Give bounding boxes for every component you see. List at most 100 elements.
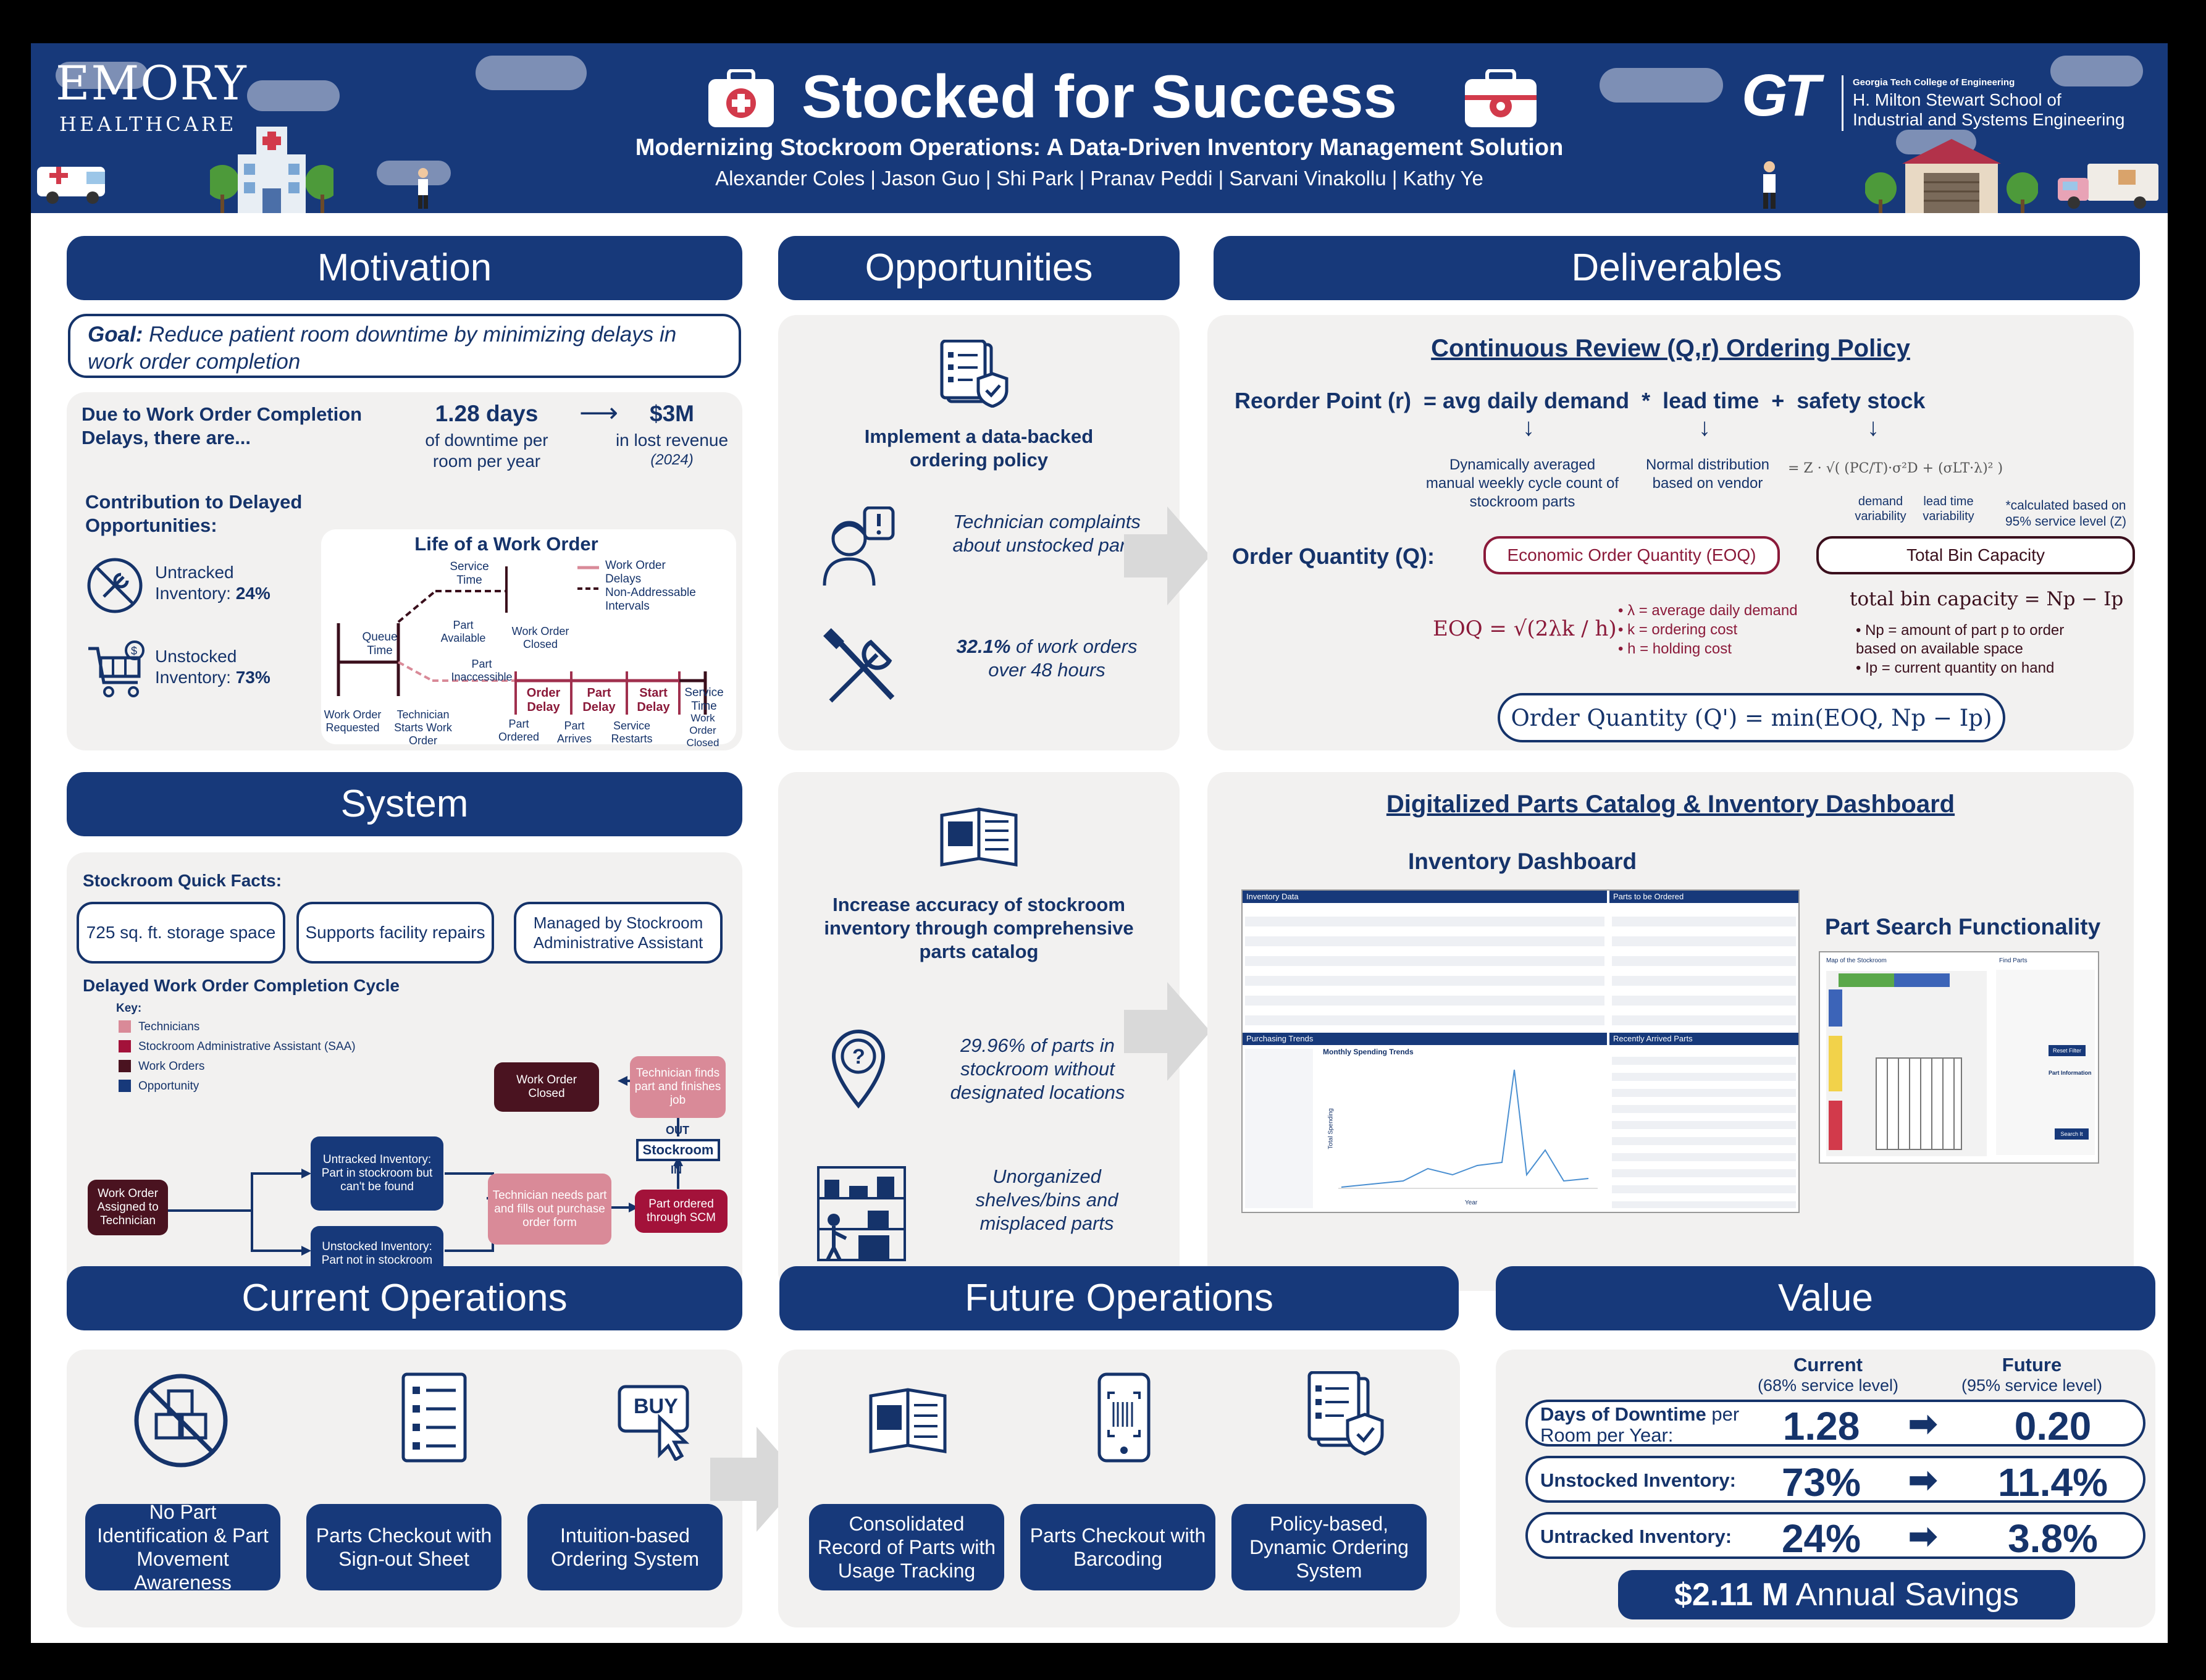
value-row-downtime: Days of Downtime per Room per Year: 1.28… [1525, 1400, 2145, 1448]
policy-text: Implement a data-backed ordering policy [864, 426, 1094, 471]
unstocked-inventory-text: Inventory: [155, 668, 236, 687]
z-formula: = Z · √( (PC/T)·σ²D + (σLT·λ)² ) [1788, 461, 2003, 476]
delivery-truck-icon [2057, 161, 2162, 210]
search-find-label: Find Parts [1999, 957, 2028, 964]
eoq-bullet-3: • h = holding cost [1618, 640, 1732, 657]
hospital-icon [205, 120, 340, 213]
gt-logo-small-text: Georgia Tech College of Engineering [1853, 77, 2015, 88]
value-future-label: Future [2002, 1354, 2062, 1376]
no-boxes-icon [132, 1371, 230, 1470]
map-blue-shelf-left [1829, 989, 1842, 1027]
delays-line1: Due to Work Order Completion [82, 403, 363, 425]
savings-amount: $2.11 M [1674, 1577, 1789, 1613]
stat1-desc: of work orders over 48 hours [988, 636, 1138, 681]
start-delay-label: Start Delay [637, 686, 670, 714]
revenue-desc: in lost revenue [615, 430, 729, 450]
in-label: IN [671, 1164, 682, 1176]
buy-label: BUY [634, 1395, 678, 1418]
system-panel: Stockroom Quick Facts: 725 sq. ft. stora… [67, 852, 742, 1291]
checklist-shield-icon [936, 339, 1016, 408]
arrow-right-icon-2 [1124, 982, 1210, 1081]
search-it-button[interactable]: Search It [2055, 1128, 2089, 1140]
dash-arrived-table [1612, 1049, 1796, 1208]
calc-note: *calculated based on 95% service level (… [2005, 498, 2127, 529]
value-current-label: Current [1793, 1354, 1863, 1376]
map-blue-shelf-top [1894, 973, 1950, 987]
search-reset-button[interactable]: Reset Filter [2049, 1045, 2086, 1056]
dashboard-screenshot: Inventory Data Parts to be Ordered Purch… [1241, 889, 1800, 1213]
book-box-icon [936, 803, 1022, 871]
eoq-formula: EOQ = √(2λk / h) [1433, 616, 1617, 641]
untracked-box: Untracked Inventory: Part in stockroom b… [311, 1136, 443, 1211]
toolbox-icon [1464, 69, 1538, 128]
deliverables-panel-bottom: Digitalized Parts Catalog & Inventory Da… [1207, 772, 2134, 1291]
dash-filter-panel [1245, 1049, 1313, 1208]
eoq-pill: Economic Order Quantity (EOQ) [1483, 536, 1780, 574]
dash-inventory-header: Inventory Data [1243, 891, 1607, 903]
motivation-heading: Motivation [67, 236, 742, 300]
search-title: Part Search Functionality [1825, 914, 2101, 939]
checklist-icon [397, 1371, 471, 1464]
key-title: Key: [116, 1002, 142, 1015]
arrow-down-icon-1: ↓ [1522, 414, 1535, 441]
gt-logo-line1: H. Milton Stewart School of [1853, 90, 2061, 109]
tech-po-box: Technician needs part and fills out purc… [488, 1174, 611, 1245]
unstocked-pct: 73% [235, 668, 271, 687]
dash-to-order-label: Parts to be Ordered [1613, 892, 1684, 901]
svg-text:?: ? [852, 1045, 865, 1069]
order-quantity-label: Order Quantity (Q): [1232, 544, 1435, 569]
key-technicians: Technicians [138, 1020, 200, 1033]
map-aisles [1876, 1057, 1962, 1150]
emory-logo-subtext: HEALTHCARE [59, 112, 237, 136]
bin-capacity-pill: Total Bin Capacity [1816, 536, 2135, 574]
search-reset-label: Reset Filter [2052, 1048, 2081, 1054]
cloud-1 [56, 62, 148, 89]
value-row-untracked: Untracked Inventory: 24% ➡ 3.8% [1525, 1512, 2145, 1561]
eoq-bullet-1: • λ = average daily demand [1618, 602, 1798, 619]
facts-title: Stockroom Quick Facts: [83, 871, 282, 890]
dash-chart-title: Monthly Spending Trends [1323, 1048, 1414, 1056]
current-op-1: No Part Identification & Part Movement A… [85, 1501, 280, 1594]
wo-requested-label: Work Order Requested [324, 708, 382, 734]
current-ops-heading: Current Operations [67, 1266, 742, 1330]
arrow-right-icon-v1: ➡ [1908, 1404, 1937, 1443]
warehouse-icon [1864, 133, 2039, 213]
annual-savings-badge: $2.11 M Annual Savings [1618, 1570, 2075, 1619]
eoq-bullet-1-text: λ = average daily demand [1627, 602, 1798, 619]
poster: EMORY HEALTHCARE Stocked for Success Mod… [31, 43, 2168, 1643]
map-green-shelf [1839, 973, 1894, 987]
part-ordered-box: Part ordered through SCM [635, 1190, 728, 1233]
demand-variability: demand variability [1855, 495, 1906, 523]
bin-bullet-2-text: Ip = current quantity on hand [1865, 660, 2055, 676]
contrib-line1: Contribution to Delayed [85, 491, 303, 513]
untracked-inventory-text: Inventory: [155, 584, 236, 603]
untracked-future: 3.8% [2008, 1516, 2098, 1561]
wo-assigned-box: Work Order Assigned to Technician [88, 1180, 168, 1235]
life-title: Life of a Work Order [414, 533, 598, 555]
bin-bullet-1-text: Np = amount of part p to order based on … [1856, 622, 2065, 657]
emory-logo-text: EMORY [56, 56, 248, 111]
untracked-row-label: Untracked Inventory: [1540, 1526, 1732, 1547]
no-wrench-icon [85, 556, 145, 615]
poster-authors: Alexander Coles | Jason Guo | Shi Park |… [715, 167, 1483, 190]
tools-icon [818, 627, 905, 713]
untracked-current: 24% [1781, 1516, 1861, 1561]
legend-nonaddressable-2: Intervals [605, 600, 650, 613]
service-time-label: Service Time [450, 560, 489, 587]
key-swatch-saa [119, 1040, 131, 1052]
order-delay-label: Order Delay [526, 686, 561, 714]
days-desc1: of downtime per [425, 430, 548, 450]
dash-chart-x-axis: Year [1465, 1199, 1478, 1206]
cloud-5 [1600, 68, 1723, 103]
legend-nonaddressable-1: Non-Addressable [605, 586, 696, 599]
service-restarts-label: Service Restarts [611, 720, 653, 745]
part-ordered-label: Part Ordered [498, 718, 540, 743]
cloud-4 [377, 161, 451, 185]
dash-chart-y-axis: Total Spending [1327, 1108, 1335, 1149]
life-of-work-order-card: Life of a Work Order Work Order Delays N… [321, 529, 736, 749]
motivation-panel: Due to Work Order Completion Delays, the… [67, 392, 742, 750]
lead-note: Normal distribution based on vendor [1645, 456, 1770, 492]
goal-text: Reduce patient room downtime by minimizi… [88, 322, 677, 374]
worker-ladder-icon [408, 167, 438, 210]
ambulance-icon [37, 161, 117, 204]
